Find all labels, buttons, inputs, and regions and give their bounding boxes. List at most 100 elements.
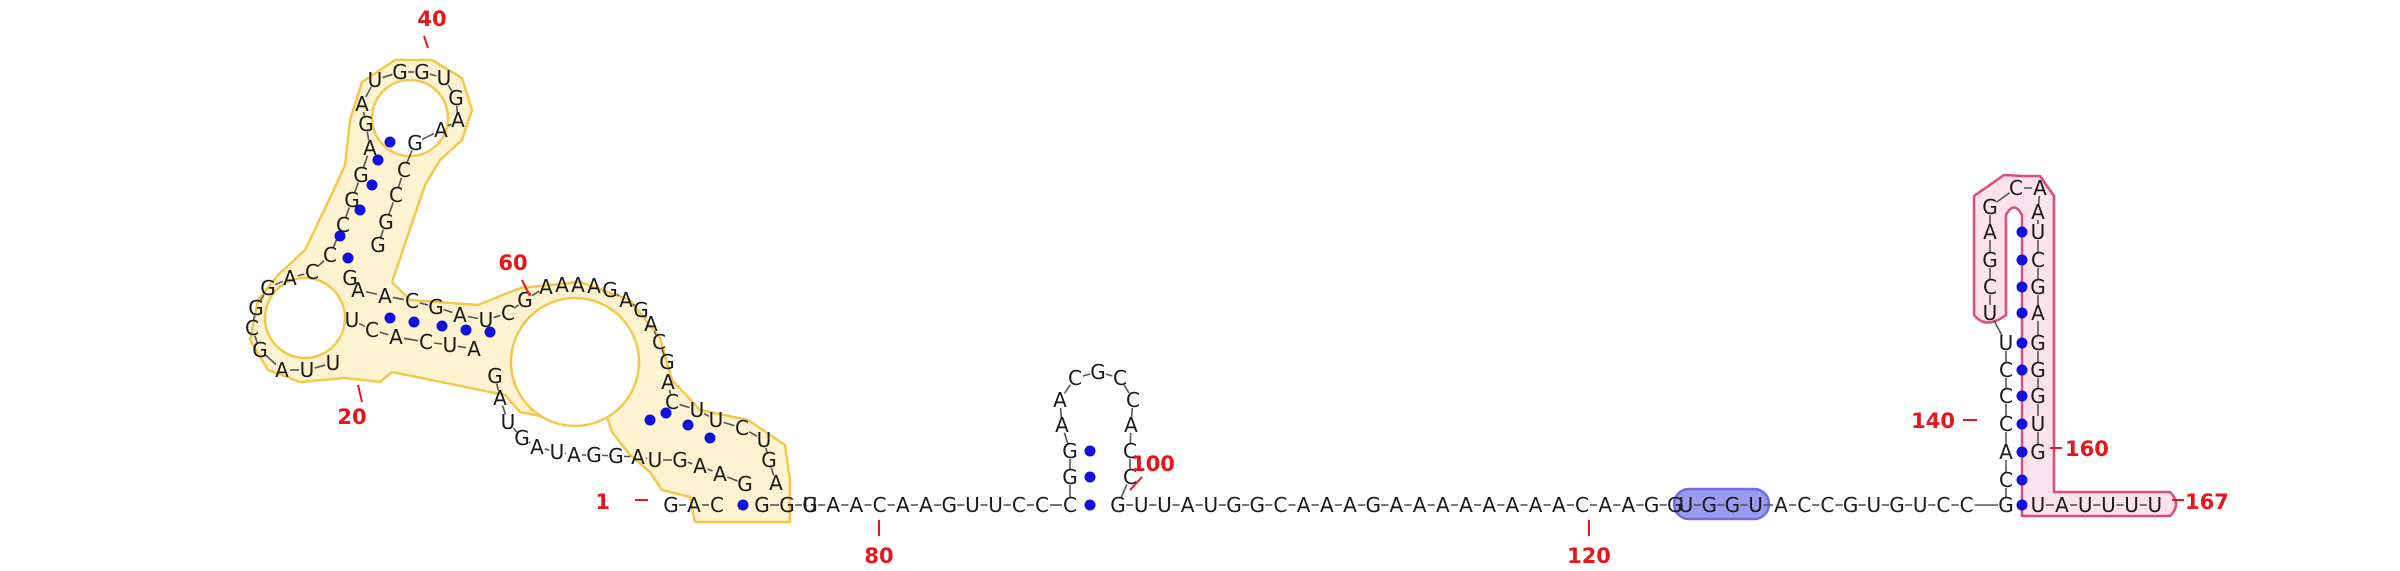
nucleotide: U [2101,493,2116,517]
nucleotide: U [988,493,1003,517]
backbone-segment [1130,407,1134,418]
nucleotide: U [1983,301,1998,325]
position-label-160: 160 [2065,437,2109,461]
nucleotide: C [1983,275,1997,299]
nucleotide: G [407,131,423,155]
nucleotide: A [530,435,544,459]
nucleotide: G [2030,384,2046,408]
nucleotide: A [467,337,481,361]
nucleotide: A [555,273,569,297]
base-pair-dot [372,154,384,166]
backbone-segment [513,304,520,309]
nucleotide: A [826,493,840,517]
nucleotide: A [567,443,581,467]
nucleotide: U [550,440,565,464]
position-tick [357,384,363,403]
backbone-segment [531,290,540,297]
backbone-segment [1063,432,1069,444]
uggu-highlight [1672,487,1771,521]
backbone-segment [314,364,326,369]
base-pair-dot [2016,254,2028,266]
nucleotide: A [619,288,633,312]
nucleotide: C [501,301,515,325]
base-pair-dot [2016,337,2028,349]
nucleotide: A [451,108,465,132]
nucleotide: U [345,308,360,332]
backbone-segment [632,303,635,307]
nucleotide: G [672,448,688,472]
nucleotide: A [453,303,467,327]
nucleotide: U [300,358,315,382]
base-pair-dot [484,326,496,338]
nucleotide: A [1482,493,1496,517]
nucleotide: A [1622,493,1636,517]
nucleotide: U [437,66,452,90]
nucleotide: A [2033,176,2047,200]
nucleotide: G [2030,440,2046,464]
backbone-segment [388,202,394,215]
position-label-1: 1 [595,490,610,514]
nucleotide: U [2031,220,2046,244]
nucleotide: G [448,86,464,110]
nucleotide: U [2031,493,2046,517]
backbone-segment [679,403,690,409]
base-pair-dot [408,316,420,328]
backbone-segment [344,207,351,218]
nucleotide: C [710,493,724,517]
backbone-segment [353,182,360,193]
backbone-segment [429,73,437,77]
base-pair-dot [366,179,378,191]
position-label-120: 120 [1567,544,1611,568]
nucleotide: A [2031,301,2045,325]
backbone-segment [365,290,378,296]
nucleotide: G [414,60,430,84]
nucleotide: C [1273,493,1287,517]
nucleotide: G [248,296,264,320]
nucleotide: U [326,351,341,375]
backbone-segment [703,413,710,417]
nucleotide: G [378,210,394,234]
backbone-segment [379,229,385,238]
backbone-segment [362,155,369,168]
nucleotide: A [1529,493,1543,517]
backbone-segment [748,431,758,437]
nucleotide: G [1110,493,1126,517]
backbone-segment [297,273,305,277]
position-tick [423,35,429,49]
backbone-segment [616,293,620,297]
nucleotide: C [1113,366,1127,390]
backbone-segment [403,337,419,342]
nucleotide: G [1982,248,1998,272]
nucleotide: A [661,370,675,394]
nucleotide: G [1843,493,1859,517]
backbone-segment [366,131,370,141]
backbone-segment [765,447,768,453]
nucleotide: A [493,386,507,410]
nucleotide: G [1667,493,1683,517]
nucleotide: G [1725,493,1741,517]
nucleotide: G [353,163,369,187]
nucleotide: U [757,428,772,452]
nucleotide: C [245,316,259,340]
nucleotide: C [1012,493,1026,517]
nucleotide: C [1797,493,1811,517]
nucleotide: G [1226,493,1242,517]
backbone-segment [467,315,479,320]
nucleotide: C [1126,388,1140,412]
backbone-segment [495,383,500,391]
nucleotide: U [2147,493,2162,517]
backbone-segment [1059,407,1063,418]
nucleotide: A [2031,200,2045,224]
base-pair-dot [660,407,672,419]
base-pair-dot [334,230,346,242]
nucleotide: U [501,410,516,434]
backbone-segment [397,177,403,188]
nucleotide: A [1320,493,1334,517]
nucleotide: G [1644,493,1660,517]
multiloop-hole [509,296,641,428]
nucleotide: U [1157,493,1172,517]
nucleotide: A [644,312,658,336]
nucleotide: G [370,233,386,257]
position-label-167: 167 [2185,490,2229,514]
